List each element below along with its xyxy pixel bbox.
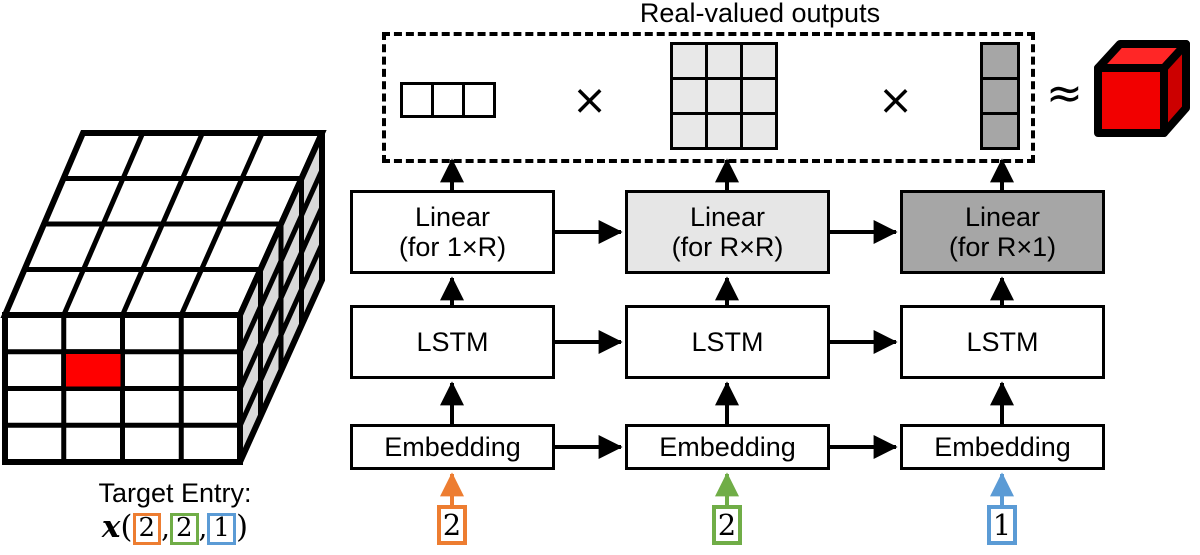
linear-box-col2[interactable]: Linear (for R×R) xyxy=(625,190,830,274)
multiply-symbol-2: × xyxy=(878,75,914,124)
target-index-2: 1 xyxy=(207,513,236,546)
linear-box-col3[interactable]: Linear (for R×1) xyxy=(900,190,1105,274)
input-token-col1[interactable]: 2 xyxy=(437,505,467,545)
index-comma-0: , xyxy=(161,511,170,544)
linear-box-col1[interactable]: Linear (for 1×R) xyxy=(350,190,555,274)
row-vector-cell xyxy=(431,82,465,118)
linear-label-line1: Linear xyxy=(964,202,1041,232)
matrix-cell xyxy=(740,112,778,150)
column-vector-cell xyxy=(980,42,1020,80)
lstm-label: LSTM xyxy=(416,327,489,357)
embedding-box-col1[interactable]: Embedding xyxy=(350,424,555,470)
output-cube-svg xyxy=(1094,40,1190,137)
matrix-cell xyxy=(670,77,708,115)
tensor-variable-symbol: 𝒙 xyxy=(101,509,121,545)
lstm-label: LSTM xyxy=(966,327,1039,357)
embedding-label: Embedding xyxy=(934,432,1071,462)
input-token-col2[interactable]: 2 xyxy=(712,505,742,545)
matrix-row xyxy=(670,112,778,150)
linear-label-line2: (for R×R) xyxy=(671,232,784,262)
reconstructed-entry-cube xyxy=(1092,38,1192,148)
row-vector-1xR xyxy=(400,82,496,118)
close-paren: ) xyxy=(235,509,249,545)
embedding-label: Embedding xyxy=(384,432,521,462)
matrix-RxR xyxy=(670,42,778,150)
matrix-cell xyxy=(705,77,743,115)
matrix-cell xyxy=(705,42,743,80)
target-index-1: 2 xyxy=(169,513,199,546)
index-comma-1: , xyxy=(198,511,208,544)
multiply-symbol-1: × xyxy=(572,75,608,124)
tensor-right-face xyxy=(237,131,325,464)
target-entry-expression: 𝒙(2,2,1) xyxy=(40,509,310,546)
linear-label-line2: (for 1×R) xyxy=(398,232,507,262)
lstm-box-col1[interactable]: LSTM xyxy=(350,305,555,379)
linear-label-line2: (for R×1) xyxy=(948,232,1057,262)
matrix-cell xyxy=(740,77,778,115)
input-token-col3[interactable]: 1 xyxy=(987,505,1017,545)
embedding-box-col3[interactable]: Embedding xyxy=(900,424,1105,470)
tensor-highlight-cell-fill xyxy=(66,354,121,387)
matrix-row xyxy=(670,42,778,80)
column-vector-cell xyxy=(980,112,1020,150)
matrix-cell xyxy=(670,42,708,80)
target-entry-label: Target Entry: xyxy=(98,478,252,508)
target-entry-caption: Target Entry: 𝒙(2,2,1) xyxy=(40,478,310,546)
embedding-label: Embedding xyxy=(659,432,796,462)
lstm-label: LSTM xyxy=(691,327,764,357)
approx-symbol: ≈ xyxy=(1046,68,1083,119)
column-vector-cell xyxy=(980,77,1020,115)
target-index-0: 2 xyxy=(132,513,162,546)
lstm-box-col2[interactable]: LSTM xyxy=(625,305,830,379)
tensor-cube-svg xyxy=(0,130,327,465)
real-valued-outputs-region xyxy=(382,32,1035,163)
matrix-cell xyxy=(670,112,708,150)
column-vector-Rx1 xyxy=(980,42,1020,150)
open-paren: ( xyxy=(120,509,133,545)
lstm-box-col3[interactable]: LSTM xyxy=(900,305,1105,379)
linear-label-line1: Linear xyxy=(414,202,491,232)
matrix-cell xyxy=(705,112,743,150)
embedding-box-col2[interactable]: Embedding xyxy=(625,424,830,470)
row-vector-cell xyxy=(400,82,434,118)
linear-label-line1: Linear xyxy=(689,202,766,232)
matrix-cell xyxy=(740,42,778,80)
real-valued-outputs-title: Real-valued outputs xyxy=(639,0,881,28)
row-vector-cell xyxy=(462,82,496,118)
tensor-front-face xyxy=(2,312,243,465)
matrix-row xyxy=(670,77,778,115)
input-tensor-cube xyxy=(0,120,340,475)
